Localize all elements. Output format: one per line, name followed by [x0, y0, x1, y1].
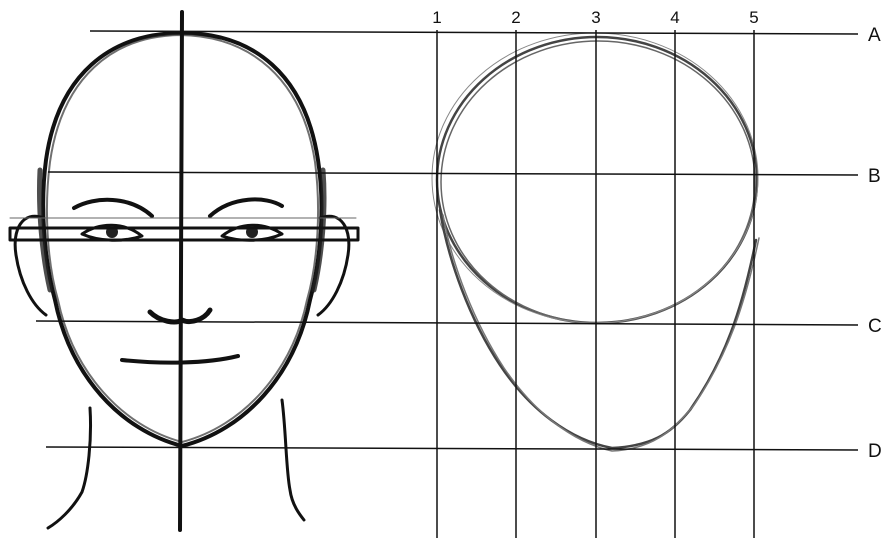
row-label-a: A: [868, 25, 881, 46]
face-sketch: [10, 12, 358, 530]
column-label-2: 2: [511, 8, 520, 27]
row-label-d: D: [868, 441, 882, 462]
row-label-c: C: [868, 316, 882, 337]
row-label-b: B: [868, 166, 881, 187]
column-label-1: 1: [432, 8, 441, 27]
column-label-4: 4: [670, 8, 679, 27]
left-eyebrow: [74, 200, 152, 216]
column-label-5: 5: [749, 8, 758, 27]
row-labels: A B C D: [868, 25, 882, 462]
neck-left: [48, 408, 91, 528]
column-label-3: 3: [591, 8, 600, 27]
face-center-line: [180, 12, 182, 530]
row-line-d: [46, 447, 858, 450]
jaw-outline: [440, 210, 756, 448]
eye-line-bar: [10, 228, 358, 240]
row-line-b: [48, 172, 858, 175]
neck-right: [282, 400, 304, 520]
column-labels: 1 2 3 4 5: [432, 8, 758, 27]
right-eyebrow: [210, 199, 282, 216]
